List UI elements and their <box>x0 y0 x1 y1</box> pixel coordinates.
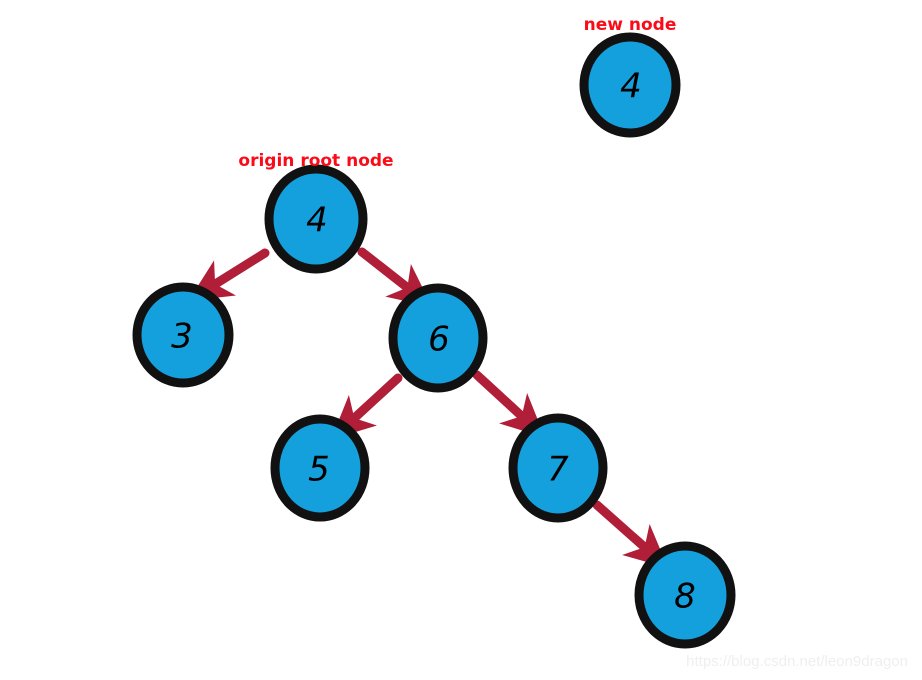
tree-node-root[interactable]: 4 <box>264 164 368 274</box>
edge-root-to-3 <box>188 248 270 301</box>
node-value: 5 <box>308 450 330 490</box>
node-value: 8 <box>674 577 696 617</box>
edge-6-to-7 <box>472 370 545 438</box>
node-value: 7 <box>547 450 569 490</box>
edge-root-to-6 <box>357 247 433 307</box>
node-circle <box>634 541 736 649</box>
node-value: 3 <box>171 317 193 357</box>
origin-root-node-label: origin root node <box>238 151 393 171</box>
edge-6-to-5 <box>331 373 403 440</box>
tree-node-left[interactable]: 3 <box>132 282 234 388</box>
node-circle <box>132 282 234 388</box>
node-value: 6 <box>428 320 450 360</box>
tree-node-right-right[interactable]: 7 <box>508 413 608 523</box>
watermark: https://blog.csdn.net/leon9dragon <box>686 653 908 670</box>
node-circle <box>508 413 608 523</box>
nodes-group: 4 4 3 6 5 7 <box>132 32 736 649</box>
node-circle <box>264 164 368 274</box>
tree-node-right-left[interactable]: 5 <box>270 414 370 522</box>
edges-group <box>188 247 669 569</box>
tree-node-right[interactable]: 6 <box>388 283 488 393</box>
annotations-group: new node origin root node <box>238 15 676 171</box>
node-value: 4 <box>306 201 328 241</box>
node-circle <box>270 414 370 522</box>
edge-7-to-8 <box>592 500 669 569</box>
new-node-label: new node <box>584 15 677 35</box>
node-value: 4 <box>620 67 642 107</box>
node-circle <box>388 283 488 393</box>
node-circle <box>579 32 681 138</box>
tree-node-right-right-right[interactable]: 8 <box>634 541 736 649</box>
tree-node-new-node[interactable]: 4 <box>579 32 681 138</box>
